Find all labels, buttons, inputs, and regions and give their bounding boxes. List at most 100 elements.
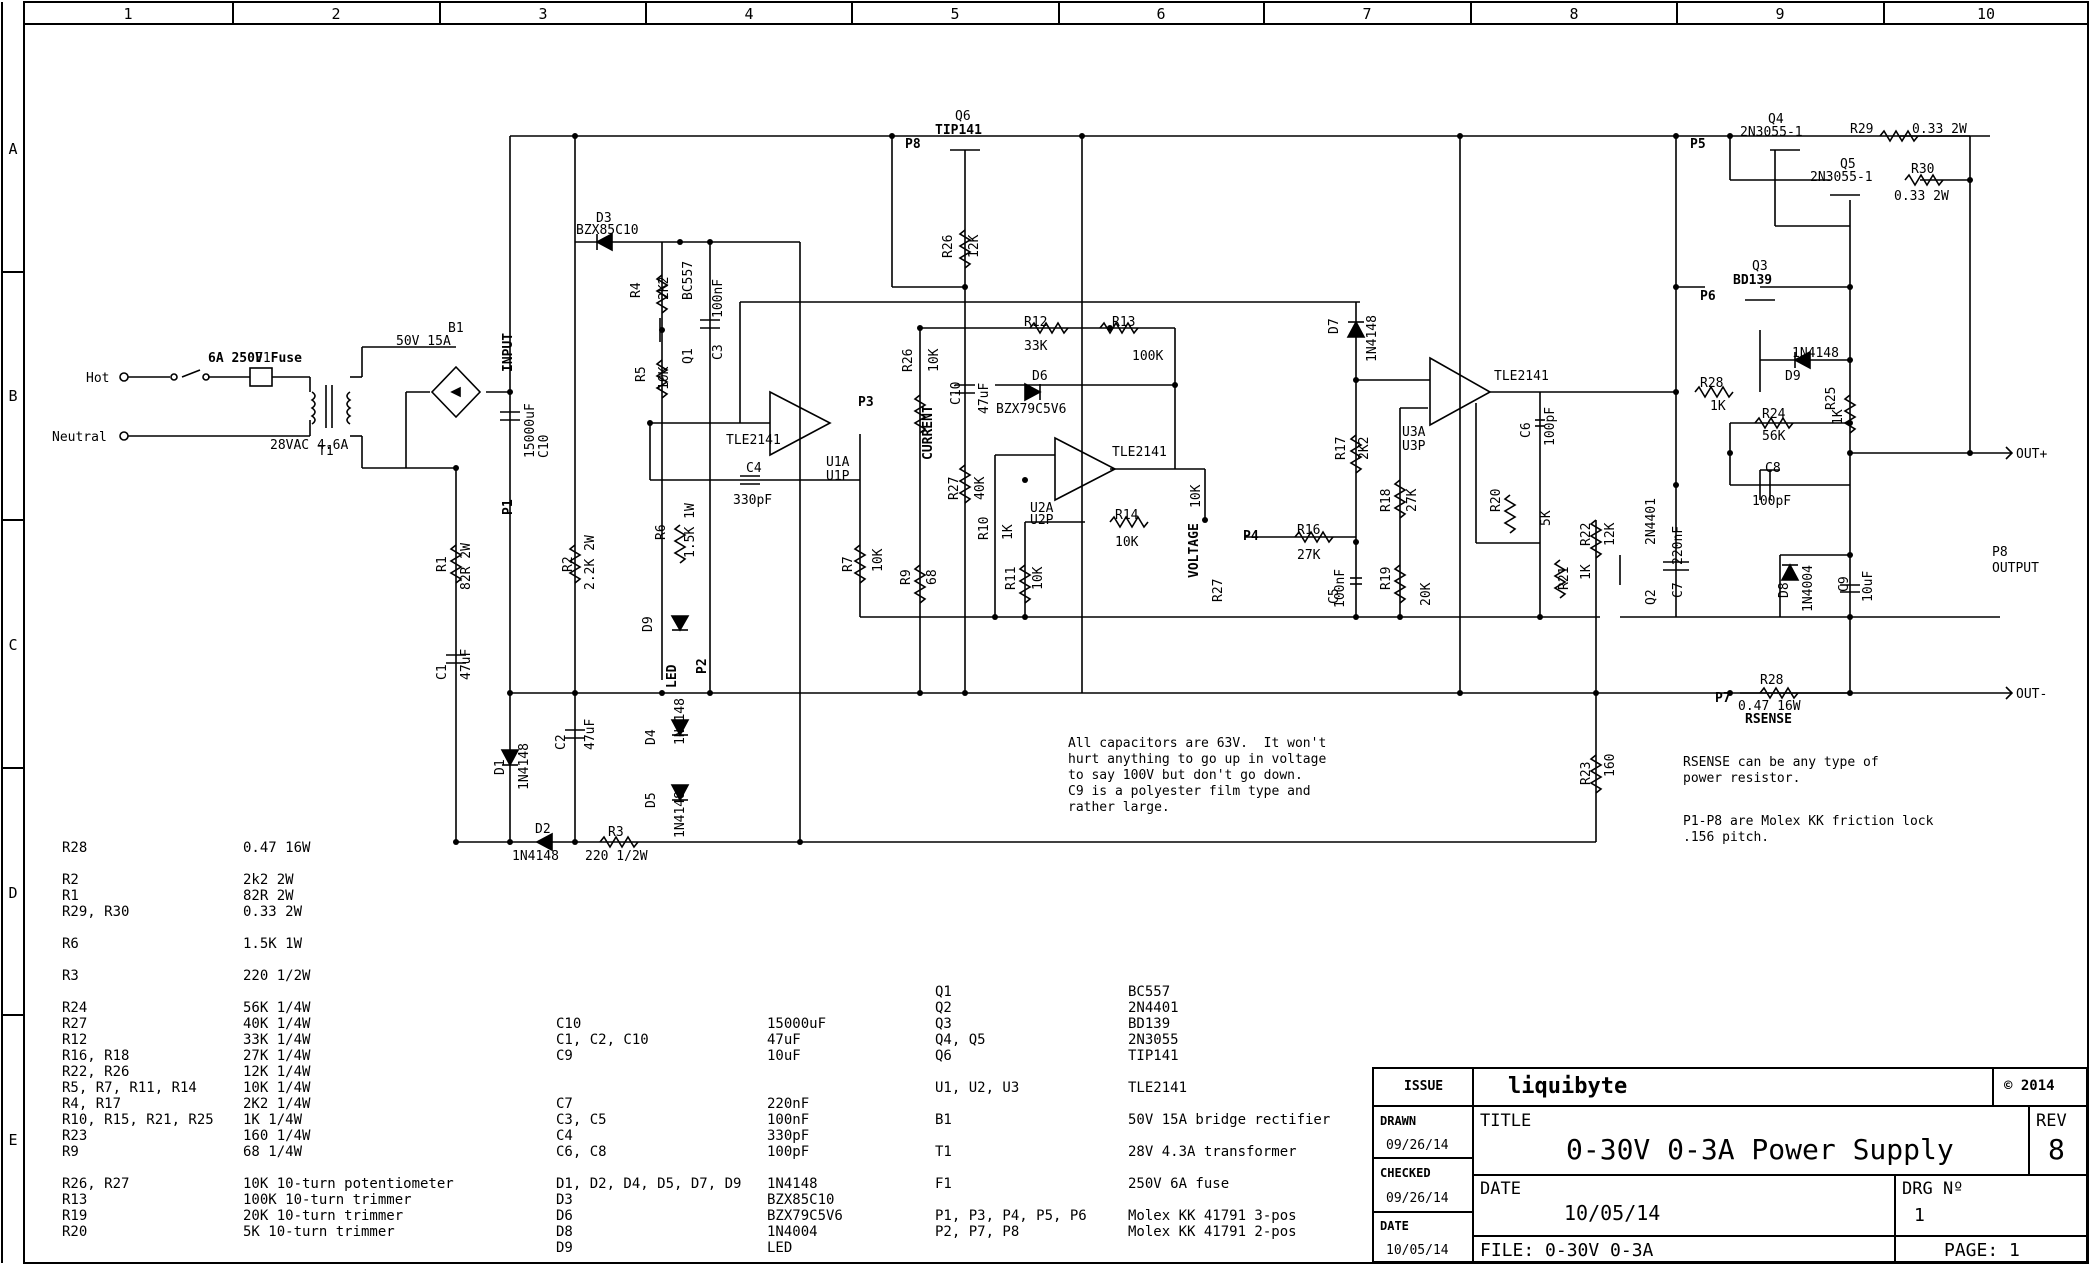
bom-value: 82R 2W [243, 888, 294, 904]
bom-value [243, 1160, 454, 1176]
d8-value: 1N4004 [1801, 565, 1816, 612]
bom-ref: R28 [62, 840, 88, 856]
bom-ref: U1, U2, U3 [935, 1080, 1020, 1096]
r13-label: R13 [1112, 315, 1135, 330]
r26b-label: R26 [901, 349, 916, 372]
grid-labels: 1 2 3 4 5 6 7 8 9 10 A B C D E [8, 5, 1995, 1149]
r6-label: R6 [654, 524, 669, 540]
c5-value: 100nF [1333, 569, 1348, 608]
bom-ref: D8 [556, 1224, 573, 1240]
r2-value: 2.2K 2W [583, 535, 598, 590]
u1p-label: U1P [826, 469, 850, 484]
d3-value: BZX85C10 [576, 223, 639, 238]
r16-label: R16 [1297, 523, 1320, 538]
main-date: 10/05/14 [1564, 1201, 1661, 1225]
bom-value: 330pF [767, 1128, 810, 1144]
bom-value: Molex KK 41791 2-pos [1128, 1224, 1297, 1240]
c2-value: 47uF [583, 719, 598, 750]
bom-ref: R16, R18 [62, 1048, 130, 1064]
q5-label: Q5 [1840, 157, 1856, 172]
t1-value: 28VAC 4.6A [270, 438, 348, 453]
d2-value: 1N4148 [512, 849, 559, 864]
bom-ref: Q6 [935, 1048, 952, 1064]
col-label: 7 [1362, 5, 1371, 23]
bom-ref: R23 [62, 1128, 88, 1144]
d7-value: 1N4148 [1365, 315, 1380, 362]
r1-value: 82R 2W [459, 543, 474, 590]
bom-ref: R19 [62, 1208, 88, 1224]
bom-ref [935, 1064, 1087, 1080]
u2a-label: U2A [1030, 501, 1054, 516]
d4-value: 1N4148 [673, 698, 688, 745]
d7-label: D7 [1327, 318, 1342, 334]
c7-label: C7 [1671, 582, 1686, 598]
bom-value: 10uF [767, 1048, 801, 1064]
rev-number: 8 [2048, 1133, 2065, 1166]
bom-ref: R9 [62, 1144, 79, 1160]
bom-value: 1N4004 [767, 1224, 818, 1240]
bom-value: 56K 1/4W [243, 1000, 311, 1016]
c7-value: 220nF [1671, 526, 1686, 565]
p1-label: P1 [501, 499, 516, 515]
bom-ref: R5, R7, R11, R14 [62, 1080, 197, 1096]
bom-value [1128, 1096, 1330, 1112]
main-date-label: DATE [1480, 1179, 1521, 1199]
d6-label: D6 [1032, 369, 1048, 384]
d5-label: D5 [644, 792, 659, 808]
bom-value: 10K 10-turn potentiometer [243, 1176, 454, 1192]
bom-ref: C10 [556, 1016, 582, 1032]
bom-ref: R20 [62, 1224, 88, 1240]
date-value: 10/05/14 [1386, 1243, 1449, 1258]
c3-label: C3 [711, 344, 726, 360]
bom-value [1128, 1064, 1330, 1080]
bom-value: 47uF [767, 1032, 801, 1048]
bom-ref [62, 984, 214, 1000]
col-label: 5 [950, 5, 959, 23]
bom-value [1128, 1128, 1330, 1144]
r17-label: R17 [1334, 437, 1349, 460]
bom-ref: R27 [62, 1016, 88, 1032]
r28b-value: 1K [1710, 399, 1726, 414]
c1-label: C1 [435, 664, 450, 680]
bom-ref: Q1 [935, 984, 952, 1000]
d5-value: 1N4148 [673, 791, 688, 838]
bom-value [1128, 1160, 1330, 1176]
bom-value [1128, 1192, 1330, 1208]
b1-label: B1 [448, 321, 464, 336]
r18-value: 27K [1405, 488, 1420, 512]
bom-value: 250V 6A fuse [1128, 1176, 1230, 1192]
title-label: TITLE [1480, 1111, 1532, 1131]
p6-label: P6 [1700, 289, 1716, 304]
r9-value: 68 [925, 569, 940, 585]
net-neutral: Neutral [52, 430, 107, 445]
bom-value [243, 920, 454, 936]
r3-value: 220 1/2W [585, 849, 648, 864]
bom-ref [935, 1160, 1087, 1176]
bom-value: 100nF [767, 1112, 810, 1128]
r16-value: 27K [1297, 548, 1321, 563]
r30-label: R30 [1911, 162, 1934, 177]
out-plus-label: OUT+ [2016, 447, 2047, 462]
c9-label: C9 [1837, 576, 1852, 592]
r2-label: R2 [561, 556, 576, 572]
bom-ref: D1, D2, D4, D5, D7, D9 [556, 1176, 742, 1192]
bom-ref: R26, R27 [62, 1176, 130, 1192]
d3-label: D3 [596, 211, 612, 226]
bom-ref: R22, R26 [62, 1064, 130, 1080]
bom-value: 100pF [767, 1144, 810, 1160]
bom-value: TIP141 [1128, 1048, 1179, 1064]
q4-label: Q4 [1768, 112, 1784, 127]
rev-label: REV [2036, 1111, 2067, 1131]
r14-value: 10K [1115, 535, 1139, 550]
bom-ref: R10, R15, R21, R25 [62, 1112, 214, 1128]
r18-label: R18 [1379, 489, 1394, 512]
bom-ref: C1, C2, C10 [556, 1032, 649, 1048]
net-hot: Hot [86, 371, 109, 386]
c5-label: C5 [1327, 588, 1342, 604]
input-label: INPUT [501, 333, 516, 372]
r11-label: R11 [1004, 567, 1019, 590]
